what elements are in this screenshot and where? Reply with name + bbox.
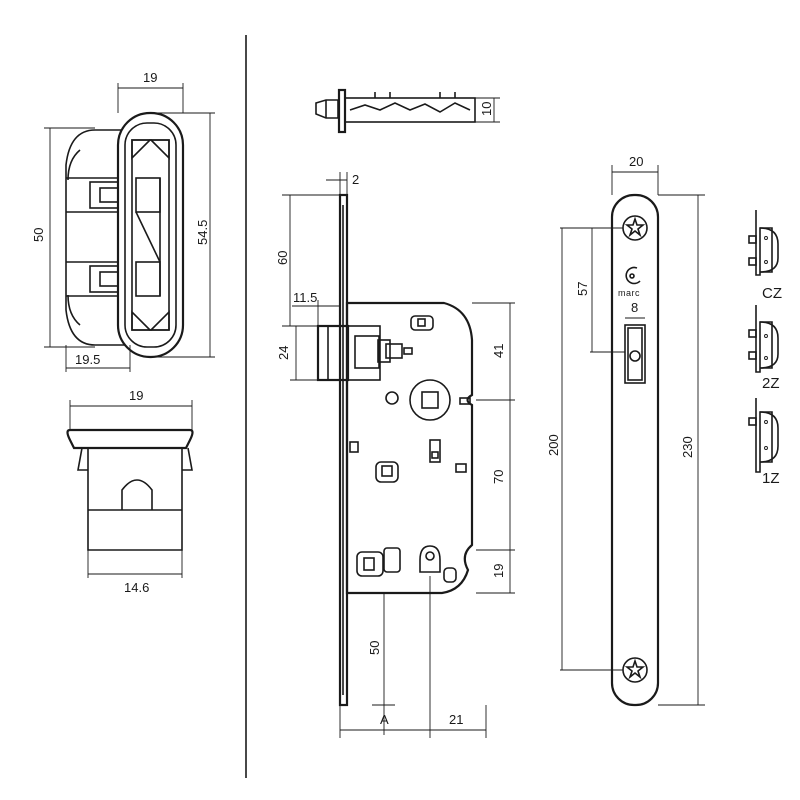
dim-cap-bottom: 14.6 <box>124 580 149 595</box>
dim-latch-height: 24 <box>276 346 291 360</box>
variant-1z: 1Z <box>748 398 780 487</box>
variant-2z: 2Z <box>748 305 780 392</box>
strike-plate: marc 20 57 8 200 230 <box>546 154 705 707</box>
hinge-view: 19 50 54.5 19.5 <box>31 70 215 372</box>
variant-label-2z: 2Z <box>762 375 780 392</box>
dim-strike-width: 20 <box>629 154 643 169</box>
dim-cap-width: 19 <box>129 388 143 403</box>
variant-cz: CZ <box>748 210 782 302</box>
marc-logo-icon <box>625 266 641 285</box>
dim-faceplate-thickness: 2 <box>352 172 359 187</box>
dim-latch-to-spindle: 41 <box>491 344 506 358</box>
dim-backset: A <box>380 712 389 727</box>
dim-key-backset: 21 <box>449 712 463 727</box>
cap-view: 19 14.6 <box>66 388 194 595</box>
dim-hinge-depth: 19.5 <box>75 352 100 367</box>
variant-label-cz: CZ <box>762 285 782 302</box>
dim-hinge-height: 50 <box>31 228 46 242</box>
dim-top-offset: 60 <box>275 251 290 265</box>
variant-label-1z: 1Z <box>762 470 780 487</box>
dim-bolt-height: 10 <box>479 102 494 116</box>
dim-strike-length: 230 <box>680 436 695 458</box>
lock-body: 2 60 11.5 24 41 70 19 50 A 21 <box>275 172 515 738</box>
dim-bottom-offset: 50 <box>367 641 382 655</box>
dim-key-to-bottom: 19 <box>491 564 506 578</box>
dim-strike-slot: 8 <box>631 300 638 315</box>
dim-latch-projection: 11.5 <box>293 290 317 305</box>
dim-hinge-plate-height: 54.5 <box>195 220 210 245</box>
bolt-view: 10 <box>315 88 500 134</box>
dim-hinge-width: 19 <box>143 70 157 85</box>
dim-strike-span: 200 <box>546 434 561 456</box>
dim-spindle-to-key: 70 <box>491 470 506 484</box>
brand-label: marc <box>618 288 640 298</box>
dim-strike-upper: 57 <box>575 282 590 296</box>
